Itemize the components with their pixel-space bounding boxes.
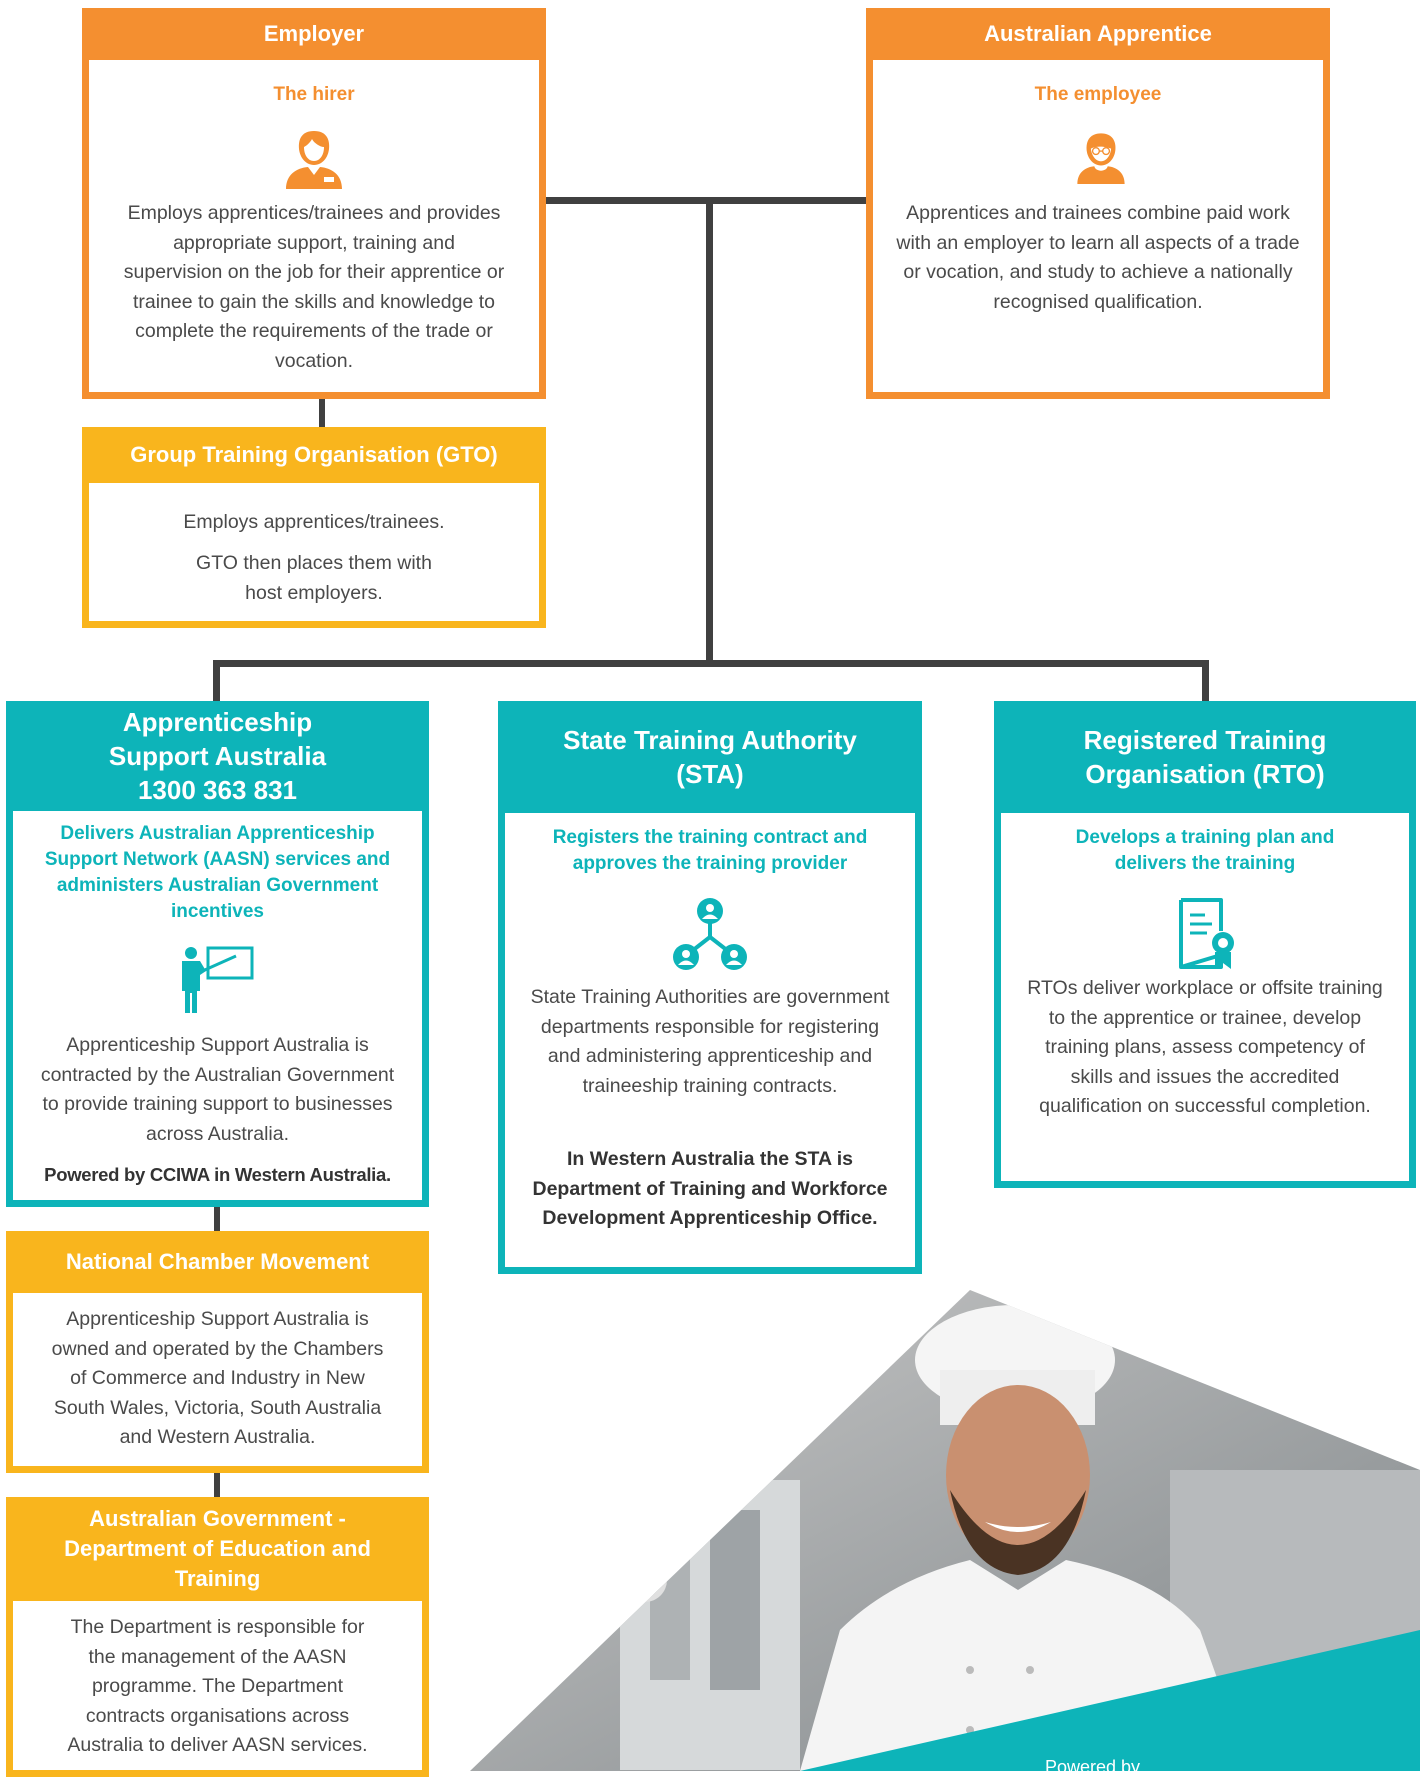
asa-subtitle: Delivers Australian Apprenticeship Suppo… <box>44 823 391 922</box>
connector-horizontal-bottom <box>213 660 1209 667</box>
network-people-icon <box>673 898 747 970</box>
apprentice-person-icon <box>1077 133 1125 184</box>
gto-title: Group Training Organisation (GTO) <box>82 427 546 483</box>
connector-trunk <box>706 197 713 667</box>
sta-subtitle: Registers the training contract and appr… <box>552 827 868 874</box>
sta-title: State Training Authority (STA) <box>498 701 922 813</box>
gto-line1: Employs apprentices/trainees. <box>183 511 445 533</box>
asa-box: Apprenticeship Support Australia 1300 36… <box>6 701 429 1207</box>
connector-to-asa <box>213 660 220 702</box>
department-description: The Department is responsible for the ma… <box>67 1616 368 1756</box>
chef-photo <box>470 1290 1420 1771</box>
rto-title: Registered Training Organisation (RTO) <box>994 701 1416 813</box>
connector-to-rto <box>1202 660 1209 702</box>
department-title: Australian Government - Department of Ed… <box>6 1497 429 1601</box>
employer-box: Employer The hirer Employs apprentices/t… <box>82 8 546 399</box>
powered-by-text: Powered by <box>1045 1757 1141 1777</box>
sta-description: State Training Authorities are governmen… <box>530 986 890 1097</box>
apprentice-title: Australian Apprentice <box>866 8 1330 60</box>
gto-box: Group Training Organisation (GTO) Employ… <box>82 427 546 628</box>
rto-description: RTOs deliver workplace or offsite traini… <box>1027 977 1383 1117</box>
asa-title: Apprenticeship Support Australia 1300 36… <box>6 701 429 811</box>
chamber-box: National Chamber Movement Apprenticeship… <box>6 1231 429 1473</box>
employer-subtitle: The hirer <box>273 84 355 105</box>
employer-person-icon <box>286 131 342 189</box>
apprentice-subtitle: The employee <box>1034 84 1162 105</box>
apprentice-description: Apprentices and trainees combine paid wo… <box>896 202 1300 313</box>
connector-asa-chamber <box>214 1206 220 1232</box>
rto-box: Registered Training Organisation (RTO) D… <box>994 701 1416 1188</box>
rto-subtitle: Develops a training plan and delivers th… <box>1075 827 1335 874</box>
apprentice-box: Australian Apprentice The employee Appre… <box>866 8 1330 399</box>
sta-box: State Training Authority (STA) Registers… <box>498 701 922 1274</box>
presenter-board-icon <box>182 946 254 1013</box>
chamber-description: Apprenticeship Support Australia is owne… <box>51 1308 384 1448</box>
asa-description: Apprenticeship Support Australia is cont… <box>40 1034 395 1145</box>
connector-chamber-department <box>214 1472 220 1499</box>
employer-title: Employer <box>82 8 546 60</box>
chamber-title: National Chamber Movement <box>6 1231 429 1293</box>
connector-employer-gto <box>319 396 325 428</box>
certificate-icon <box>1179 898 1234 969</box>
asa-note: Powered by CCIWA in Western Australia. <box>44 1164 391 1185</box>
sta-note: In Western Australia the STA is Departme… <box>532 1148 888 1229</box>
gto-line2: GTO then places them with host employers… <box>196 552 432 604</box>
employer-description: Employs apprentices/trainees and provide… <box>123 202 505 372</box>
department-box: Australian Government - Department of Ed… <box>6 1497 429 1777</box>
